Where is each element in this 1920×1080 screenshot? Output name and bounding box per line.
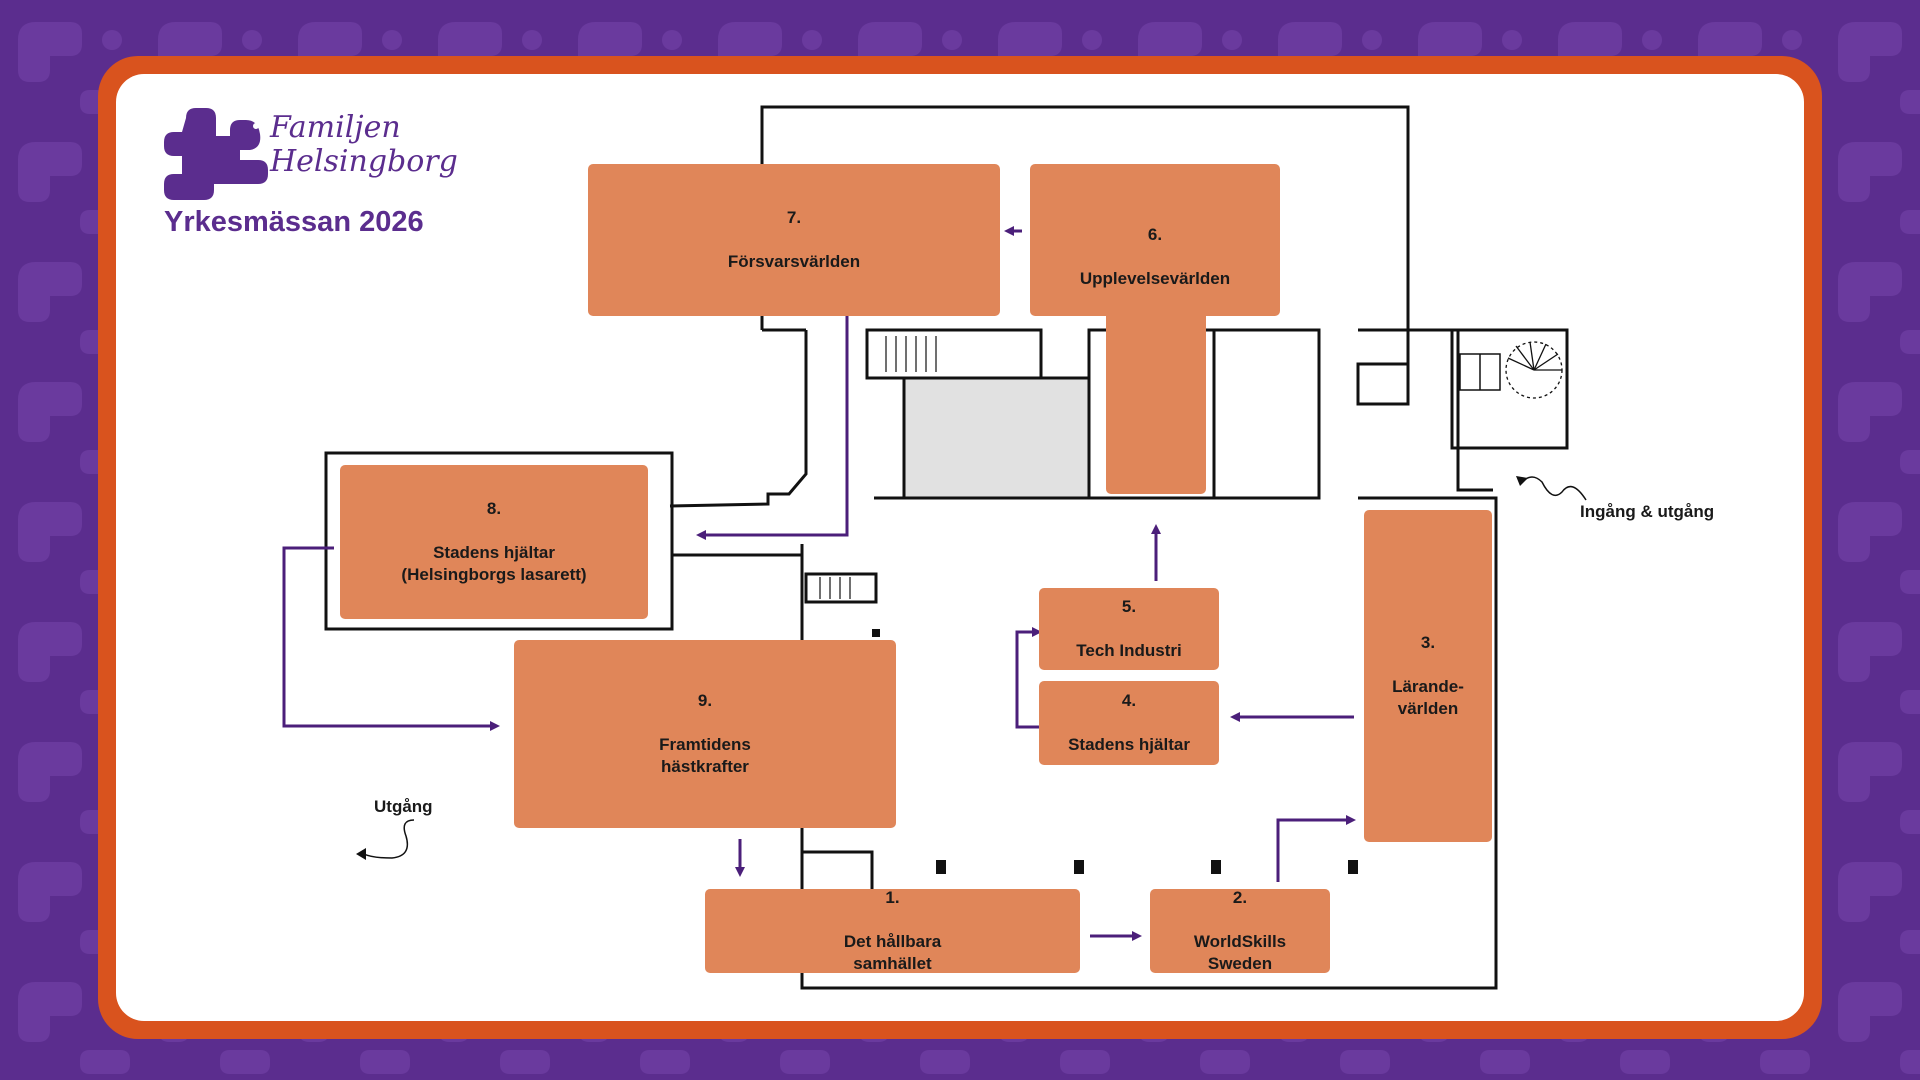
elevator-icon: [1459, 353, 1501, 391]
zone-name: Lärande- världen: [1392, 677, 1464, 718]
zone-number: 2.: [1232, 888, 1248, 907]
room-8: [324, 451, 674, 631]
zone-9[interactable]: 9. Framtidens hästkrafter: [514, 640, 896, 828]
elevator-room: [1450, 328, 1569, 450]
zone-1[interactable]: 1. Det hållbara samhället: [705, 888, 1080, 973]
logo: Familjen Helsingborg Yrkesmässan 2026: [164, 106, 464, 246]
zone-2[interactable]: 2. WorldSkills Sweden: [1150, 888, 1330, 973]
squiggle-arrow-icon: [363, 819, 415, 859]
zone-number: 1.: [885, 888, 900, 907]
zone-3[interactable]: 3. Lärande- världen: [1364, 510, 1492, 842]
frame: Familjen Helsingborg Yrkesmässan 2026 1.…: [98, 56, 1822, 1039]
arrow-4-5: [1015, 630, 1041, 729]
zone-6-stem[interactable]: [1106, 310, 1206, 494]
spiral-stair-icon: [1505, 341, 1563, 399]
zone-number: 4.: [1121, 691, 1137, 710]
zone-number: 9.: [697, 691, 713, 710]
zone-name: Upplevelsevärlden: [1079, 269, 1231, 288]
zone-number: 7.: [786, 208, 802, 227]
zone-name: WorldSkills Sweden: [1193, 932, 1287, 973]
brand-line1: Familjen: [270, 110, 401, 145]
arrow-8-9: [282, 546, 494, 728]
zone-6[interactable]: 6. Upplevelsevärlden: [1030, 164, 1280, 316]
zone-name: Tech Industri: [1076, 641, 1182, 660]
zone-number: 6.: [1147, 225, 1163, 244]
zone-number: 8.: [486, 499, 502, 518]
grey-room: [902, 376, 1091, 500]
zone-4[interactable]: 4. Stadens hjältar: [1039, 681, 1219, 765]
squiggle-arrow-icon: [1521, 476, 1587, 501]
wall-corridor: [669, 330, 808, 508]
stair-small: [804, 572, 878, 604]
zone-number: 5.: [1121, 597, 1137, 616]
zone-name: Det hållbara samhället: [843, 932, 942, 973]
zone-number: 3.: [1420, 633, 1436, 652]
brand-line2: Helsingborg: [270, 144, 458, 179]
map-panel: Familjen Helsingborg Yrkesmässan 2026 1.…: [116, 74, 1804, 1021]
logo-mark: [164, 108, 268, 200]
entrance-label: Ingång & utgång: [1580, 502, 1715, 521]
zone-name: Försvarsvärlden: [727, 252, 861, 271]
zone-7[interactable]: 7. Försvarsvärlden: [588, 164, 1000, 316]
zone-name: Stadens hjältar: [1068, 735, 1190, 754]
event-title: Yrkesmässan 2026: [164, 206, 424, 238]
zone-8[interactable]: 8. Stadens hjältar (Helsingborgs lasaret…: [340, 465, 648, 619]
stair-block: [865, 328, 1043, 380]
exit-label: Utgång: [374, 797, 433, 816]
zone-name: Framtidens hästkrafter: [659, 735, 751, 776]
zone-5[interactable]: 5. Tech Industri: [1039, 588, 1219, 670]
arrow-7-8: [702, 308, 849, 537]
arrow-2-3: [1276, 818, 1350, 882]
zone-name: Stadens hjältar (Helsingborgs lasarett): [401, 543, 587, 584]
